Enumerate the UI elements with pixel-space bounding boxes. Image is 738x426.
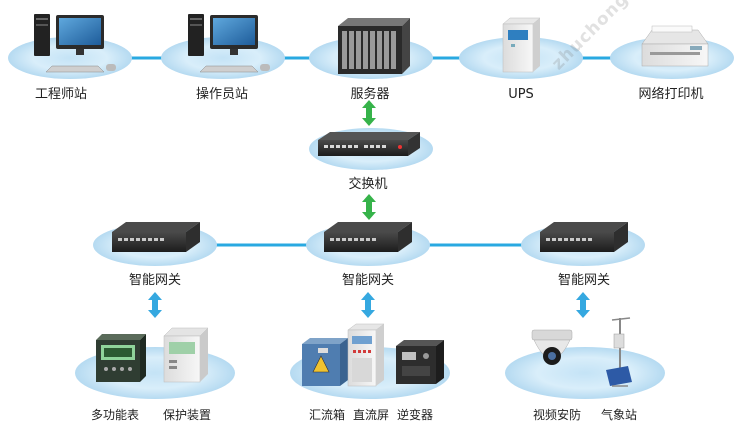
inverter-icon	[396, 340, 444, 384]
protection-device-icon	[163, 327, 209, 383]
label-combiner-box: 汇流箱	[308, 408, 346, 422]
label-inverter: 逆变器	[396, 408, 434, 422]
server-icon	[338, 18, 410, 74]
label-dc-panel: 直流屏	[352, 408, 390, 422]
label-server: 服务器	[350, 87, 390, 102]
operator-workstation-icon	[188, 14, 270, 73]
printer-icon	[641, 25, 709, 67]
label-video-security: 视频安防	[532, 408, 582, 422]
gateway-center-arrow	[361, 292, 375, 318]
label-multifunction-meter: 多功能表	[90, 408, 140, 422]
multifunction-meter-icon	[96, 334, 146, 382]
engineer-workstation-icon	[34, 14, 116, 73]
gateway-center-icon	[324, 222, 412, 252]
security-camera-icon	[531, 329, 573, 365]
weather-station-icon	[606, 317, 632, 387]
ups-icon	[502, 17, 541, 73]
core-switch-icon	[318, 132, 420, 156]
server-switch-arrow	[362, 100, 376, 126]
label-protection-device: 保护装置	[162, 408, 212, 422]
label-engineer-station: 工程师站	[34, 87, 88, 102]
gateway-left-arrow	[148, 292, 162, 318]
label-network-printer: 网络打印机	[638, 87, 704, 102]
dc-panel-icon	[347, 323, 385, 387]
label-switch: 交换机	[348, 177, 388, 192]
label-ups: UPS	[508, 87, 534, 102]
field-right-base	[505, 347, 665, 399]
label-weather-station: 气象站	[600, 408, 638, 422]
switch-gateway-arrow	[362, 194, 376, 220]
label-gateway-center: 智能网关	[341, 273, 395, 288]
label-gateway-right: 智能网关	[557, 273, 611, 288]
gateway-left-icon	[112, 222, 200, 252]
label-gateway-left: 智能网关	[128, 273, 182, 288]
combiner-box-icon	[302, 338, 348, 386]
label-operator-station: 操作员站	[195, 87, 249, 102]
gateway-right-arrow	[576, 292, 590, 318]
gateway-right-icon	[540, 222, 628, 252]
